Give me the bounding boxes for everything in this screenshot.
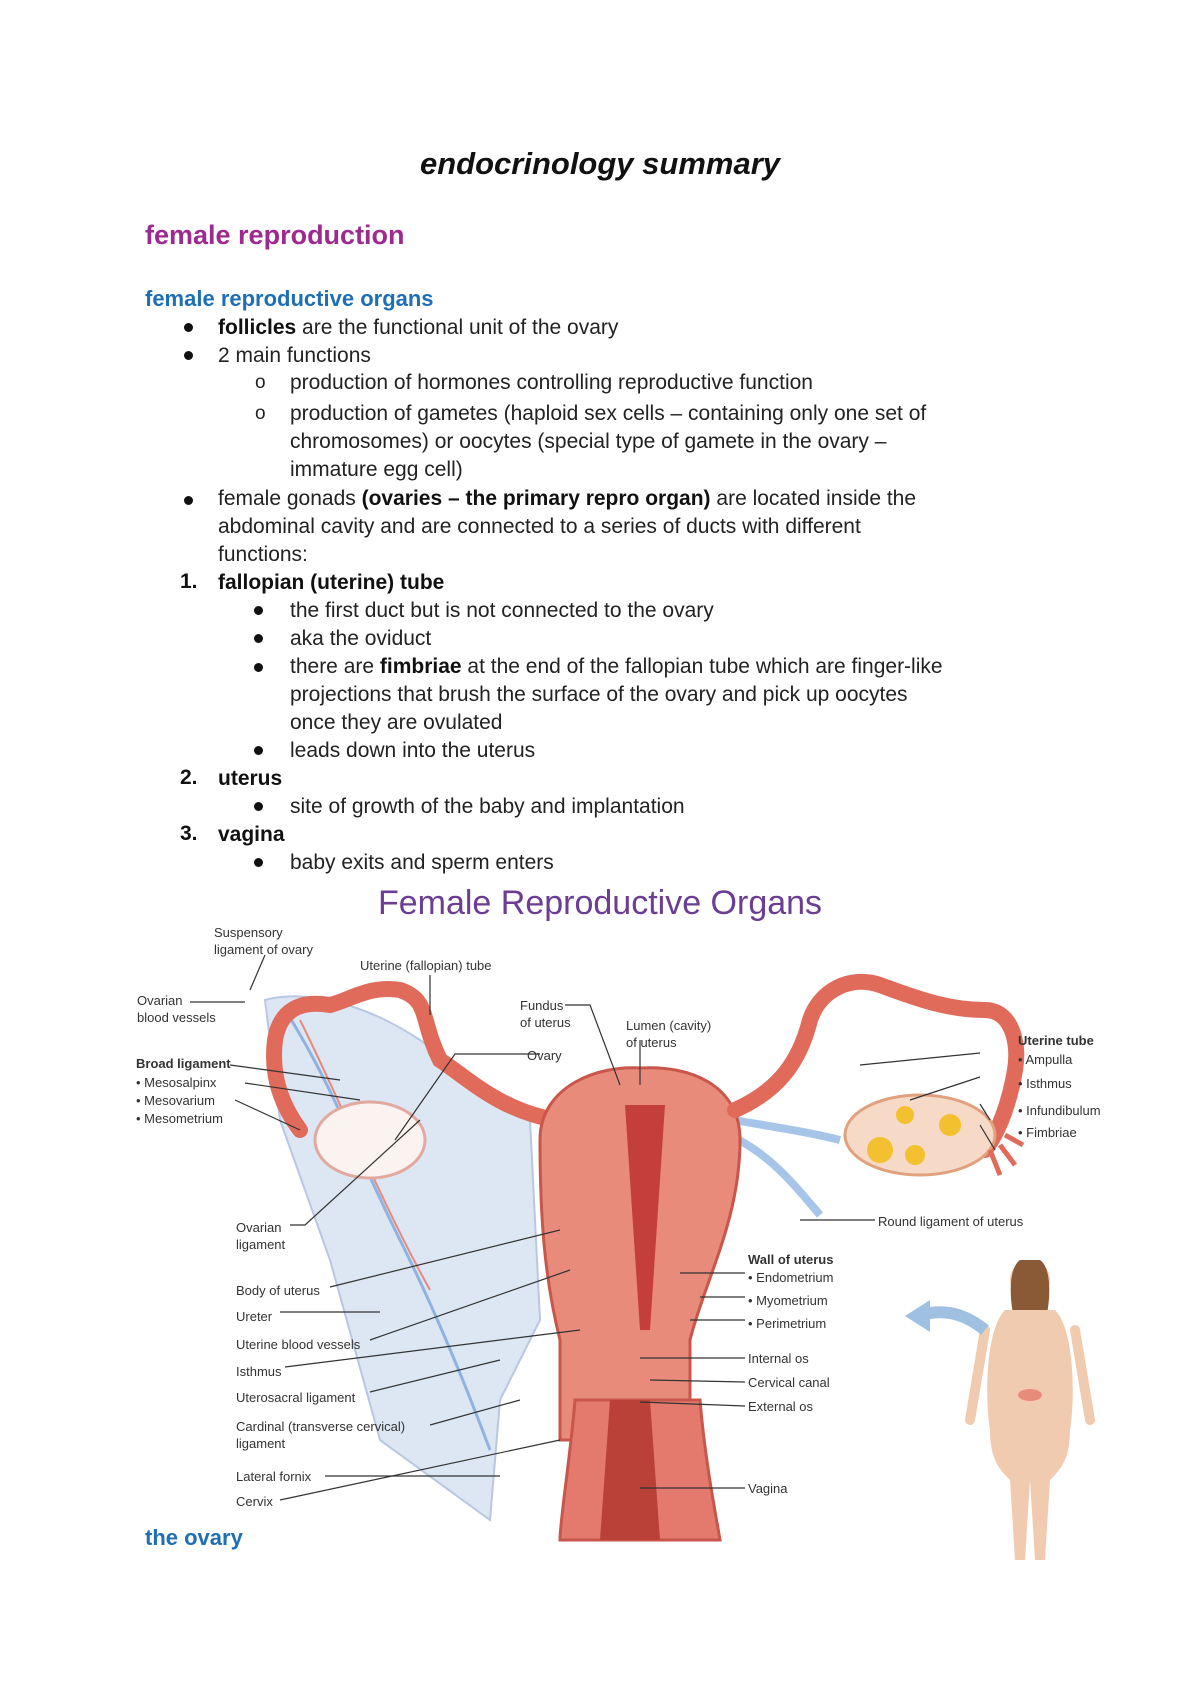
- arrow-head-icon: [905, 1300, 930, 1332]
- label-internal-os: Internal os: [748, 1351, 809, 1366]
- label-uterine-tube: Uterine (fallopian) tube: [360, 958, 492, 973]
- label-body-of-uterus: Body of uterus: [236, 1283, 320, 1298]
- left-fallopian-tube-shape: [266, 981, 563, 1138]
- label-cervix: Cervix: [236, 1494, 273, 1509]
- subsection-heading: female reproductive organs: [145, 286, 434, 311]
- bullet-icon: [254, 802, 263, 811]
- label-cardinal-2: ligament: [236, 1436, 286, 1451]
- left-ovary-shape: [313, 1100, 427, 1180]
- bullet-icon: [254, 746, 263, 755]
- list-item: baby exits and sperm enters: [290, 851, 554, 874]
- label-external-os: External os: [748, 1399, 814, 1414]
- numbered-item-title: vagina: [218, 823, 285, 846]
- list-item-continuation: chromosomes) or oocytes (special type of…: [290, 430, 887, 453]
- label-ampulla: • Ampulla: [1018, 1052, 1073, 1067]
- vaginal-canal-shape: [600, 1400, 660, 1540]
- list-item: leads down into the uterus: [290, 739, 536, 762]
- round-ligament-shape: [699, 1121, 824, 1218]
- label-cardinal-1: Cardinal (transverse cervical): [236, 1419, 405, 1434]
- label-lumen-1: Lumen (cavity): [626, 1018, 711, 1033]
- section-heading: female reproduction: [145, 220, 405, 250]
- list-item-continuation: abdominal cavity and are connected to a …: [218, 515, 861, 538]
- numbered-item-title: fallopian (uterine) tube: [218, 571, 445, 594]
- label-uterine-tube-title: Uterine tube: [1018, 1033, 1094, 1048]
- list-item: production of hormones controlling repro…: [290, 371, 813, 394]
- right-fallopian-tube-shape: [727, 973, 1025, 1158]
- label-isthmus-tube: • Isthmus: [1018, 1076, 1072, 1091]
- bullet-icon: [184, 496, 193, 505]
- blood-vessel-shape: [299, 1019, 431, 1291]
- right-ovarian-ligament-shape: [704, 1111, 841, 1144]
- bullet-icon: [184, 351, 193, 360]
- bullet-icon: [254, 606, 263, 615]
- uterus-lumen-shape: [625, 1105, 665, 1330]
- label-mesovarium: • Mesovarium: [136, 1093, 215, 1108]
- label-suspensory-2: ligament of ovary: [214, 942, 313, 957]
- list-number: 2.: [180, 766, 198, 789]
- label-ovarian-lig-1: Ovarian: [236, 1220, 282, 1235]
- label-endometrium: • Endometrium: [748, 1270, 833, 1285]
- list-item-continuation: functions:: [218, 543, 308, 566]
- list-item-continuation: once they are ovulated: [290, 711, 503, 734]
- circle-bullet-icon: o: [255, 403, 266, 424]
- list-item: follicles are the functional unit of the…: [218, 316, 619, 339]
- label-round-ligament: Round ligament of uterus: [878, 1214, 1024, 1229]
- blood-vessel-shape: [283, 1009, 492, 1451]
- list-item: production of gametes (haploid sex cells…: [290, 402, 927, 425]
- uterus-body-shape: [538, 1066, 742, 1442]
- right-ovary-shape: [843, 1093, 997, 1177]
- vagina-shape: [558, 1398, 722, 1542]
- label-mesosalpinx: • Mesosalpinx: [136, 1075, 217, 1090]
- label-mesometrium: • Mesometrium: [136, 1111, 223, 1126]
- label-infundibulum: • Infundibulum: [1018, 1103, 1101, 1118]
- list-item-continuation: immature egg cell): [290, 458, 463, 481]
- label-ovarian-bv-1: Ovarian: [137, 993, 183, 1008]
- fimbriae-shape: [987, 1132, 1025, 1176]
- bullet-icon: [254, 858, 263, 867]
- label-wall-of-uterus: Wall of uterus: [748, 1252, 833, 1267]
- arrow-icon: [918, 1306, 989, 1335]
- label-broad-ligament: Broad ligament: [136, 1056, 231, 1071]
- list-item: female gonads (ovaries – the primary rep…: [218, 487, 917, 510]
- broad-ligament-shape: [263, 995, 542, 1522]
- label-cervical-canal: Cervical canal: [748, 1375, 830, 1390]
- label-suspensory-1: Suspensory: [214, 925, 283, 940]
- document-title: endocrinology summary: [419, 146, 781, 181]
- label-isthmus: Isthmus: [236, 1364, 282, 1379]
- label-fundus-2: of uterus: [520, 1015, 571, 1030]
- label-uterosacral: Uterosacral ligament: [236, 1390, 356, 1405]
- label-vagina: Vagina: [748, 1481, 788, 1496]
- label-uterine-bv: Uterine blood vessels: [236, 1337, 361, 1352]
- label-perimetrium: • Perimetrium: [748, 1316, 826, 1331]
- numbered-item-title: uterus: [218, 767, 283, 790]
- list-item: 2 main functions: [218, 344, 371, 367]
- list-item: site of growth of the baby and implantat…: [290, 795, 685, 818]
- label-ovary: Ovary: [527, 1048, 562, 1063]
- bullet-icon: [254, 663, 263, 672]
- list-number: 1.: [180, 570, 198, 593]
- label-lumen-2: of uterus: [626, 1035, 677, 1050]
- human-body-icon: [965, 1260, 1095, 1560]
- label-ureter: Ureter: [236, 1309, 273, 1324]
- label-fundus-1: Fundus: [520, 998, 564, 1013]
- circle-bullet-icon: o: [255, 372, 266, 393]
- label-lateral-fornix: Lateral fornix: [236, 1469, 312, 1484]
- ovary-heading: the ovary: [145, 1525, 243, 1550]
- list-item-continuation: projections that brush the surface of th…: [290, 683, 908, 706]
- label-ovarian-bv-2: blood vessels: [137, 1010, 216, 1025]
- list-item: there are fimbriae at the end of the fal…: [290, 655, 943, 678]
- label-ovarian-lig-2: ligament: [236, 1237, 286, 1252]
- bullet-icon: [254, 634, 263, 643]
- list-number: 3.: [180, 822, 198, 845]
- list-item: aka the oviduct: [290, 627, 432, 650]
- bullet-icon: [184, 323, 193, 332]
- figure-title: Female Reproductive Organs: [377, 884, 823, 922]
- list-item: the first duct but is not connected to t…: [290, 599, 714, 622]
- label-fimbriae: • Fimbriae: [1018, 1125, 1077, 1140]
- label-myometrium: • Myometrium: [748, 1293, 828, 1308]
